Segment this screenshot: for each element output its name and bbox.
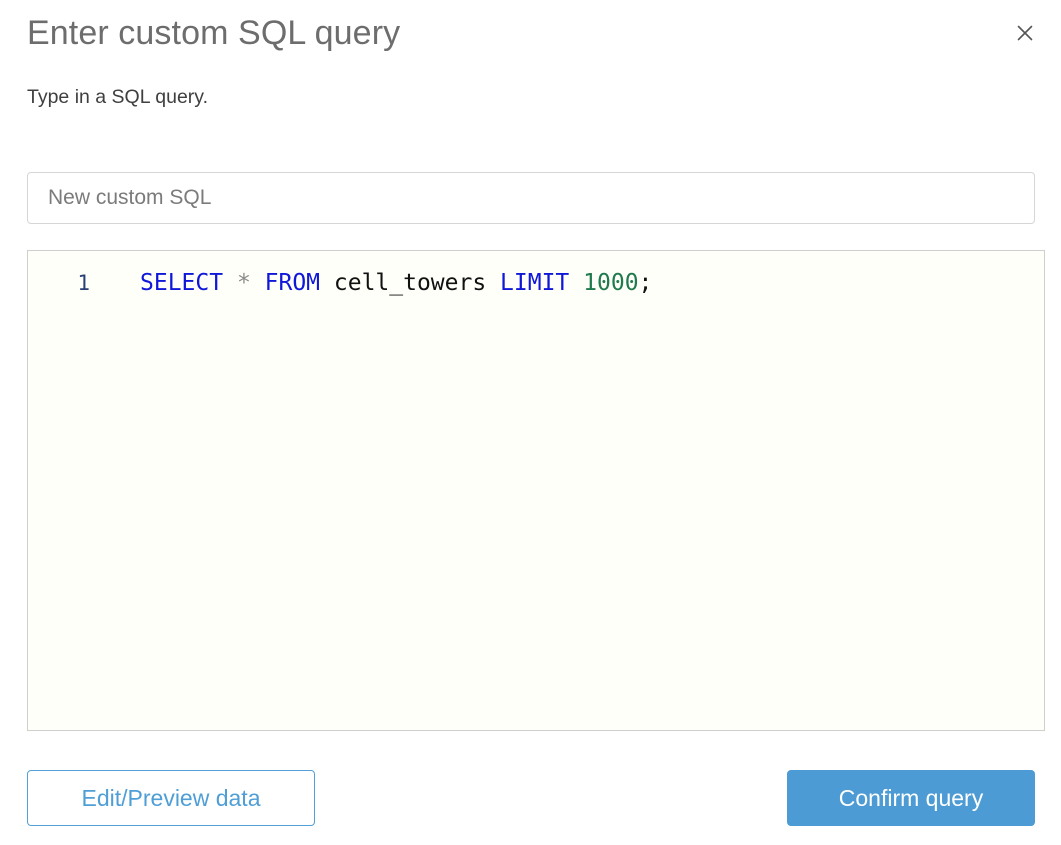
sql-token-table: cell_towers: [320, 270, 501, 296]
sql-code-editor[interactable]: 1 SELECT * FROM cell_towers LIMIT 1000;: [27, 250, 1045, 731]
edit-preview-data-button[interactable]: Edit/Preview data: [27, 770, 315, 826]
query-name-input[interactable]: [27, 172, 1035, 224]
sql-token-select: SELECT: [140, 270, 224, 296]
line-number: 1: [77, 271, 90, 295]
sql-token-limit: LIMIT: [500, 270, 570, 296]
sql-token-from: FROM: [264, 270, 321, 296]
code-content: SELECT * FROM cell_towers LIMIT 1000;: [90, 266, 652, 300]
code-line: 1 SELECT * FROM cell_towers LIMIT 1000;: [28, 266, 1044, 300]
page-title: Enter custom SQL query: [27, 14, 401, 52]
confirm-query-button[interactable]: Confirm query: [787, 770, 1035, 826]
close-icon[interactable]: [1009, 17, 1041, 49]
sql-token-semicolon: ;: [638, 270, 653, 296]
dialog-subtitle: Type in a SQL query.: [27, 86, 209, 108]
sql-token-number: 1000: [583, 270, 639, 296]
sql-token-space: [569, 270, 583, 296]
sql-token-star: *: [223, 270, 265, 296]
